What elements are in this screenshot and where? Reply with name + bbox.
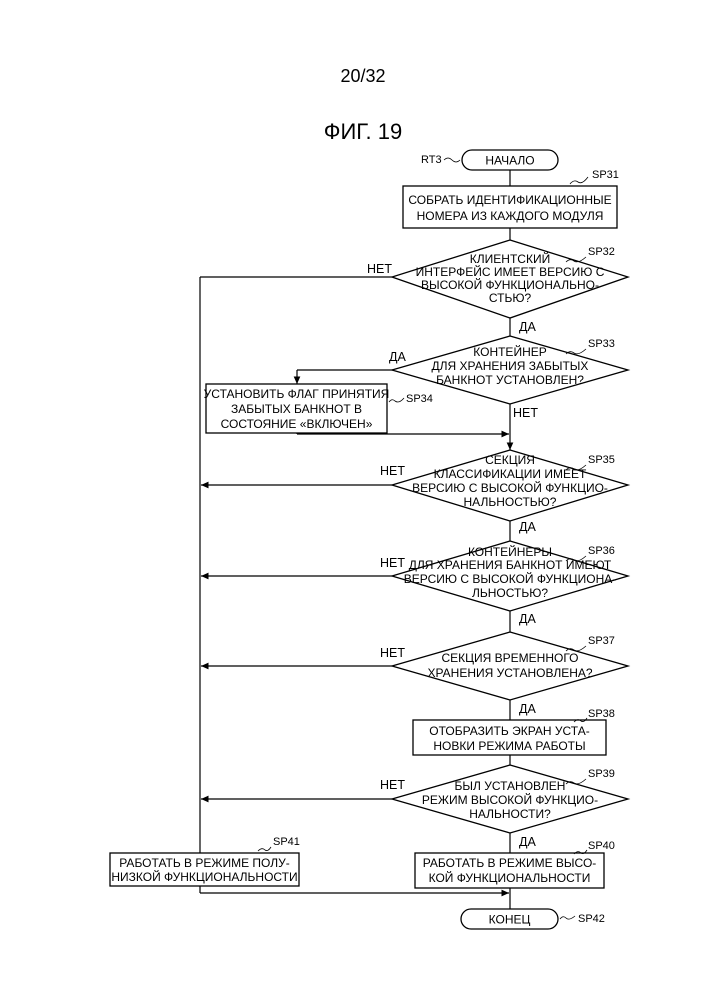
page-number: 20/32 <box>340 66 385 86</box>
decision-sp36-id: SP36 <box>588 545 615 557</box>
figure-title: ФИГ. 19 <box>324 119 402 144</box>
decision-sp39-line-2: РЕЖИМ ВЫСОКОЙ ФУНКЦИО- <box>422 792 598 807</box>
branch-label-sp39-yes: ДА <box>519 835 536 849</box>
step-sp38-id: SP38 <box>588 708 615 720</box>
decision-sp36-line-4: ЛЬНОСТЬЮ? <box>472 586 548 600</box>
step-sp34-line-3: СОСТОЯНИЕ «ВКЛЮЧЕН» <box>221 417 373 431</box>
decision-sp32-line-2: ИНТЕРФЕЙС ИМЕЕТ ВЕРСИЮ С <box>416 264 605 279</box>
decision-sp37-line-2: ХРАНЕНИЯ УСТАНОВЛЕНА? <box>427 666 592 680</box>
step-sp40-line-1: РАБОТАТЬ В РЕЖИМЕ ВЫСО- <box>423 856 597 870</box>
start-terminal: НАЧАЛО <box>462 150 558 170</box>
step-sp31-line-2: НОМЕРА ИЗ КАЖДОГО МОДУЛЯ <box>417 209 604 223</box>
branch-label-sp32-yes: ДА <box>519 320 536 334</box>
step-sp31-line-1: СОБРАТЬ ИДЕНТИФИКАЦИОННЫЕ <box>408 193 611 207</box>
branch-label-sp35-yes: ДА <box>519 520 536 534</box>
step-sp41-id: SP41 <box>273 836 300 848</box>
end-id: SP42 <box>578 913 605 925</box>
step-sp34-line-1: УСТАНОВИТЬ ФЛАГ ПРИНЯТИЯ <box>204 387 390 401</box>
step-sp38-line-2: НОВКИ РЕЖИМА РАБОТЫ <box>433 739 585 753</box>
branch-label-sp32-no: НЕТ <box>367 262 392 276</box>
branch-label-sp37-no: НЕТ <box>380 646 405 660</box>
step-sp31: СОБРАТЬ ИДЕНТИФИКАЦИОННЫЕ НОМЕРА ИЗ КАЖД… <box>403 186 617 228</box>
branch-label-sp37-yes: ДА <box>519 702 536 716</box>
branch-label-sp35-no: НЕТ <box>380 464 405 478</box>
step-sp38-line-1: ОТОБРАЗИТЬ ЭКРАН УСТА- <box>429 724 589 738</box>
branch-label-sp39-no: НЕТ <box>380 778 405 792</box>
decision-sp32-line-1: КЛИЕНТСКИЙ <box>470 251 550 266</box>
step-sp40-id: SP40 <box>588 840 615 852</box>
branch-label-sp36-no: НЕТ <box>380 556 405 570</box>
step-sp40-line-2: КОЙ ФУНКЦИОНАЛЬНОСТИ <box>429 870 591 885</box>
decision-sp36-line-3: ВЕРСИЮ С ВЫСОКОЙ ФУНКЦИОНА- <box>404 571 617 586</box>
decision-sp39-line-1: БЫЛ УСТАНОВЛЕН <box>455 779 566 793</box>
decision-sp36-line-2: ДЛЯ ХРАНЕНИЯ БАНКНОТ ИМЕЮТ <box>409 558 612 572</box>
step-sp40: РАБОТАТЬ В РЕЖИМЕ ВЫСО- КОЙ ФУНКЦИОНАЛЬН… <box>415 853 604 888</box>
step-sp34: УСТАНОВИТЬ ФЛАГ ПРИНЯТИЯ ЗАБЫТЫХ БАНКНОТ… <box>204 384 390 433</box>
decision-sp35-line-2: КЛАССИФИКАЦИИ ИМЕЕТ <box>434 467 587 481</box>
decision-sp32-line-4: СТЬЮ? <box>489 291 532 305</box>
decision-sp33-line-1: КОНТЕЙНЕР <box>473 344 547 359</box>
step-sp31-id: SP31 <box>592 169 619 181</box>
decision-sp33-id: SP33 <box>588 338 615 350</box>
decision-sp36-line-1: КОНТЕЙНЕРЫ <box>468 544 552 559</box>
end-terminal: КОНЕЦ <box>461 909 558 929</box>
decision-sp37-id: SP37 <box>588 635 615 647</box>
decision-sp33-line-2: ДЛЯ ХРАНЕНИЯ ЗАБЫТЫХ <box>432 359 589 373</box>
branch-label-sp33-yes: ДА <box>389 350 406 364</box>
step-sp41-line-2: НИЗКОЙ ФУНКЦИОНАЛЬНОСТИ <box>111 869 297 884</box>
decision-sp35-line-3: ВЕРСИЮ С ВЫСОКОЙ ФУНКЦИО- <box>412 480 608 495</box>
step-sp38: ОТОБРАЗИТЬ ЭКРАН УСТА- НОВКИ РЕЖИМА РАБО… <box>413 720 606 755</box>
step-sp34-id: SP34 <box>406 393 433 405</box>
step-sp41-line-1: РАБОТАТЬ В РЕЖИМЕ ПОЛУ- <box>119 856 290 870</box>
decision-sp39-line-3: НАЛЬНОСТИ? <box>469 807 551 821</box>
branch-label-sp36-yes: ДА <box>519 612 536 626</box>
flow-id-tag: RT3 <box>421 154 442 166</box>
decision-sp32-id: SP32 <box>588 246 615 258</box>
start-label: НАЧАЛО <box>485 154 534 168</box>
branch-label-sp33-no: НЕТ <box>513 406 538 420</box>
decision-sp33-line-3: БАНКНОТ УСТАНОВЛЕН? <box>436 373 584 387</box>
decision-sp32-line-3: ВЫСОКОЙ ФУНКЦИОНАЛЬНО- <box>421 277 599 292</box>
decision-sp37-line-1: СЕКЦИЯ ВРЕМЕННОГО <box>442 651 579 665</box>
decision-sp39-id: SP39 <box>588 768 615 780</box>
decision-sp35-line-1: СЕКЦИЯ <box>485 453 535 467</box>
decision-sp35-id: SP35 <box>588 454 615 466</box>
step-sp41: РАБОТАТЬ В РЕЖИМЕ ПОЛУ- НИЗКОЙ ФУНКЦИОНА… <box>110 853 299 886</box>
end-label: КОНЕЦ <box>489 913 531 927</box>
step-sp34-line-2: ЗАБЫТЫХ БАНКНОТ В <box>231 402 362 416</box>
decision-sp35-line-4: НАЛЬНОСТЬЮ? <box>464 495 557 509</box>
